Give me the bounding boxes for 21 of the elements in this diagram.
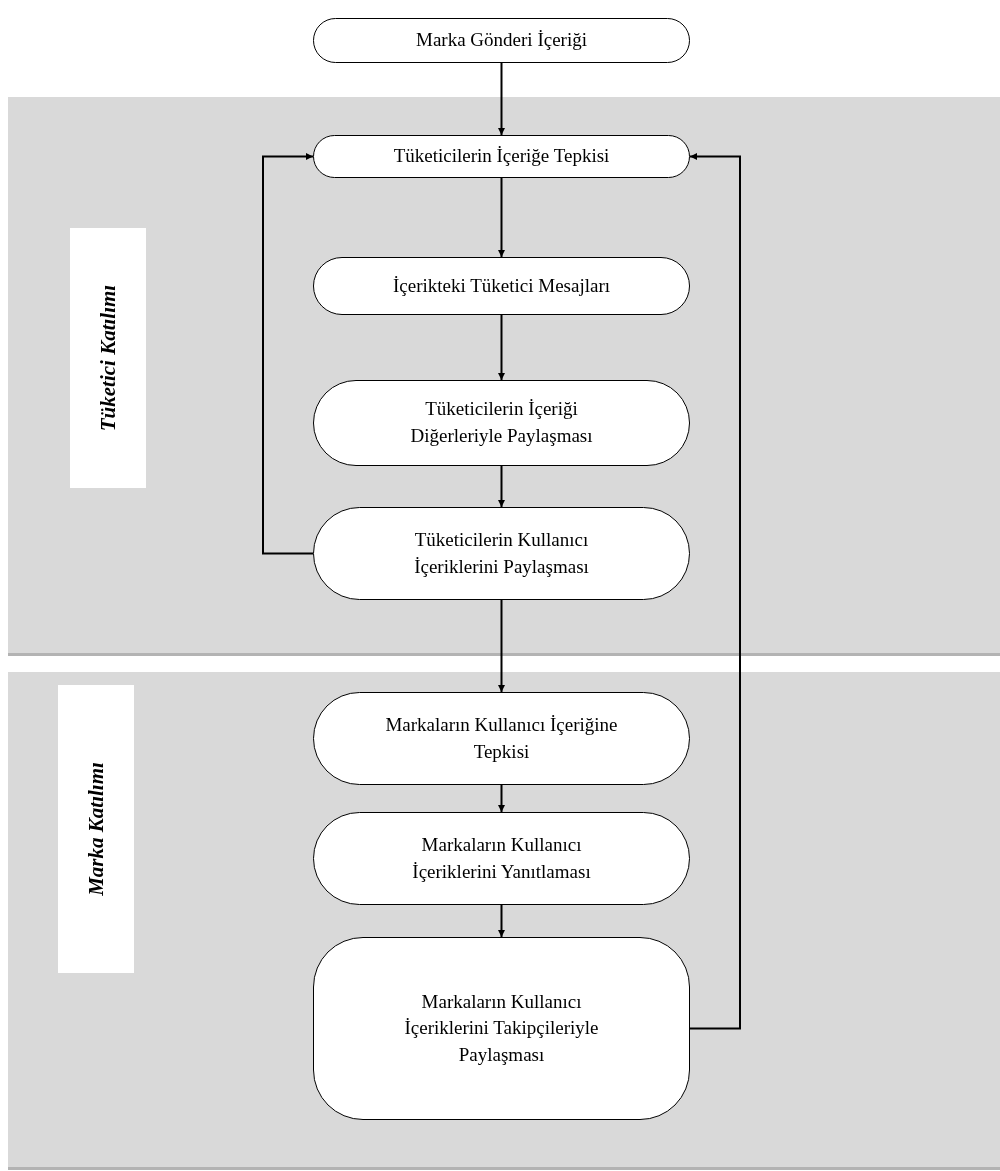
process-stadium: Tüketicilerin Kullanıcı İçeriklerini Paylaşması (313, 507, 690, 600)
arrow (498, 465, 505, 508)
process-stadium: Tüketicilerin İçeriği Diğerleriyle Paylaşması (313, 380, 690, 466)
process-stadium: Markaların Kullanıcı İçeriklerini Takipçileriyle Paylaşması (313, 937, 690, 1120)
arrow (498, 314, 505, 381)
section-band (8, 97, 1000, 653)
process-stadium: Marka Gönderi İçeriği (313, 18, 690, 63)
arrow (498, 177, 505, 258)
arrow (689, 153, 741, 1030)
arrow (498, 62, 505, 136)
process-stadium: Tüketicilerin İçeriğe Tepkisi (313, 135, 690, 178)
process-stadium: Markaların Kullanıcı İçeriklerini Yanıtlaması (313, 812, 690, 905)
section-title: Marka Katılımı (83, 762, 109, 896)
process-stadium: İçerikteki Tüketici Mesajları (313, 257, 690, 315)
arrow (498, 599, 505, 693)
arrow (498, 904, 505, 938)
arrow (262, 153, 314, 555)
process-stadium: Markaların Kullanıcı İçeriğine Tepkisi (313, 692, 690, 785)
section-band (8, 672, 1000, 1167)
arrow (498, 784, 505, 813)
section-title: Tüketici Katılımı (95, 284, 121, 432)
